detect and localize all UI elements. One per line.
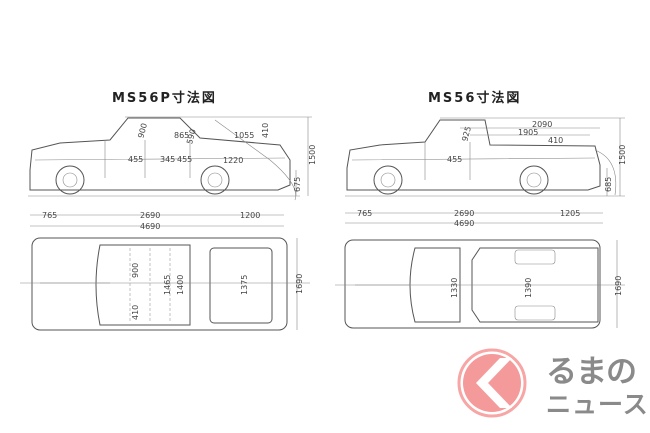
dim-2090: 2090: [532, 120, 552, 129]
top-dim-1330: 1330: [450, 278, 459, 298]
dim-rear-overhang-right: 1205: [560, 209, 580, 218]
top-dim-1390: 1390: [524, 278, 533, 298]
dim-925: 925: [460, 125, 473, 142]
dim-865: 865: [174, 131, 189, 140]
dim-rear-overhang: 1200: [240, 211, 260, 220]
top-dim-900: 900: [131, 263, 140, 278]
kurumano-news-logo-mark: [457, 348, 527, 418]
dim-410: 410: [261, 123, 270, 138]
ms56-top-view: 1330 1390 1690: [335, 239, 625, 329]
dim-900: 900: [136, 122, 149, 139]
ms56-side-view: 2090 1905 410 925 455 1500 685 765 2690 …: [345, 117, 627, 228]
ms56p-top-view: 900 410 1465 1400 1375 1690: [20, 237, 310, 331]
dim-410-right: 410: [548, 136, 563, 145]
top-dim-1400: 1400: [176, 275, 185, 295]
dim-front-overhang: 765: [42, 211, 57, 220]
dim-wheelbase: 2690: [140, 211, 160, 220]
top-dim-1465: 1465: [163, 275, 172, 295]
dim-1055: 1055: [234, 131, 254, 140]
dim-590: 590: [185, 128, 198, 145]
logo-text-line1: るまの: [546, 354, 637, 390]
ms56-title: MS56寸法図: [428, 90, 521, 106]
top-dim-width: 1690: [295, 274, 304, 294]
ms56p-side-view: 900 865 590 1055 410 455 345 455 1220 15…: [28, 116, 317, 231]
dim-length: 4690: [140, 222, 160, 231]
top-dim-410: 410: [131, 305, 140, 320]
dim-front-overhang-right: 765: [357, 209, 372, 218]
dim-455-right: 455: [447, 155, 462, 164]
ms56p-drawing: MS56P寸法図 900 865 590 1055 410 455 345 45…: [20, 90, 317, 331]
ms56p-title: MS56P寸法図: [112, 90, 217, 106]
top-dim-1375: 1375: [240, 275, 249, 295]
dim-345: 345: [160, 155, 175, 164]
dim-455-rear: 455: [177, 155, 192, 164]
dim-ground-clearance-right: 685: [604, 177, 613, 192]
dim-ground-clearance: 675: [293, 177, 302, 192]
top-dim-width-right: 1690: [614, 276, 623, 296]
logo-text-line2: ニュース: [546, 390, 649, 419]
dim-length-right: 4690: [454, 219, 474, 228]
ms56-drawing: MS56寸法図 2090 1905 410 925 455 1500 685 7…: [335, 90, 627, 329]
dim-1220: 1220: [223, 156, 243, 165]
dim-height-right: 1500: [618, 145, 627, 165]
dim-1905: 1905: [518, 128, 538, 137]
dim-455-front: 455: [128, 155, 143, 164]
dim-height: 1500: [308, 145, 317, 165]
dim-wheelbase-right: 2690: [454, 209, 474, 218]
